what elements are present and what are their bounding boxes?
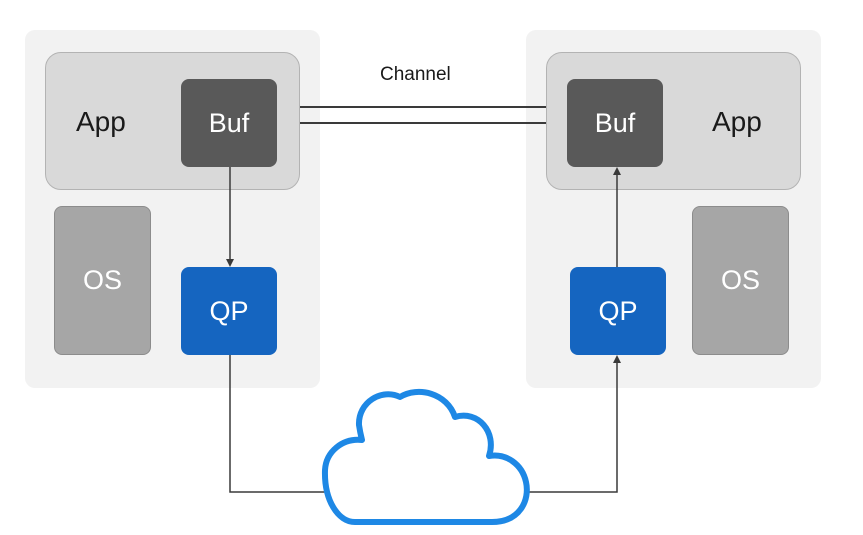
left-app-label: App [76,106,126,137]
channel-label: Channel [380,64,451,85]
right-qp-box: QP [570,267,666,355]
left-buf-box: Buf [181,79,277,167]
left-qp-to-cloud-line [229,355,328,493]
channel-connector [300,106,546,124]
left-os-box: OS [54,206,151,355]
right-buf-box: Buf [567,79,663,167]
network-cloud-icon [321,388,530,525]
left-qp-box: QP [181,267,277,355]
cloud-to-right-qp-arrow [525,355,621,493]
right-os-box: OS [692,206,789,355]
right-app-label: App [712,106,762,137]
